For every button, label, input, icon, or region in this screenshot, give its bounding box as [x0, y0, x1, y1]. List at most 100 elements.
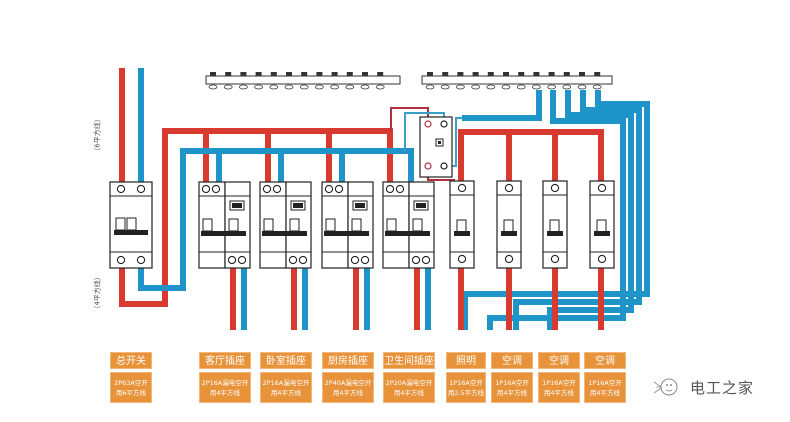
circuit-spec-label: 2P16A漏电空开用4平方线 [260, 372, 312, 403]
terminal-hole [284, 84, 294, 90]
spec-breaker-rating: 1P16A空开 [588, 379, 622, 387]
terminal-screw [301, 72, 308, 76]
terminal-hole [455, 84, 465, 90]
brand-name: 电工之家 [690, 378, 755, 397]
terminal-screw [503, 72, 509, 76]
spec-breaker-rating: 2P40A漏电空开 [324, 379, 372, 387]
circuit-spec-label: 1P16A空开用4平方线 [584, 372, 626, 403]
spec-wire-size: 用4平方线 [270, 389, 302, 397]
terminal-hole [532, 84, 541, 90]
terminal-screw [270, 72, 277, 76]
terminal-screw [427, 72, 433, 76]
terminal-hole [299, 84, 309, 90]
spec-breaker-rating: 1P16A空开 [449, 379, 483, 387]
circuit-spec-label: 2P16A漏电空开用4平方线 [199, 372, 251, 403]
circuit-name-label: 空调 [584, 352, 626, 369]
spec-breaker-rating: 1P16A空开 [542, 379, 576, 387]
terminal-screw [210, 72, 216, 76]
terminal-hole [314, 84, 324, 90]
terminal-screw [362, 72, 368, 76]
circuit-spec-label: 1P16A空开用4平方线 [491, 372, 533, 403]
terminal-screw [472, 72, 479, 76]
terminal-screw [346, 72, 353, 76]
terminal-hole [208, 84, 218, 90]
circuit-spec-label: 2P63A空开用6平方线 [110, 372, 152, 403]
main-switch-breaker [109, 181, 153, 269]
terminal-hole [547, 84, 556, 90]
rcbo-breaker [259, 181, 312, 269]
spec-wire-size: 用6平方线 [115, 389, 147, 397]
terminal-screw [286, 72, 292, 76]
terminal-screw [518, 72, 525, 76]
rcd-module [419, 116, 453, 178]
terminal-hole [238, 84, 248, 90]
rcbo-breaker [198, 181, 251, 269]
single-pole-breaker [496, 180, 522, 269]
terminal-screw [331, 72, 338, 76]
terminal-hole [360, 84, 370, 90]
terminal-screw [255, 72, 262, 76]
spec-breaker-rating: 1P16A空开 [495, 379, 529, 387]
incoming-live-wire [119, 68, 393, 307]
terminal-hole [592, 84, 602, 90]
spec-wire-size: 用4平方线 [332, 389, 364, 397]
single-pole-breaker [589, 180, 615, 269]
circuit-name-label: 总开关 [110, 352, 152, 369]
spec-wire-size: 用4平方线 [393, 389, 425, 397]
spec-breaker-rating: 2P20A漏电空开 [385, 379, 433, 387]
terminal-screw [316, 72, 323, 76]
rcbo-breaker [321, 181, 374, 269]
circuit-name-label: 卫生间插座 [383, 352, 435, 369]
rcbo-breaker [382, 181, 435, 269]
terminal-hole [375, 84, 385, 90]
brand-watermark: 电工之家 [652, 376, 754, 398]
terminal-screw [548, 72, 555, 76]
circuit-name-label: 照明 [446, 352, 486, 369]
terminal-hole [440, 84, 450, 90]
terminal-hole [269, 84, 279, 90]
terminal-screw [377, 72, 384, 76]
circuit-spec-label: 1P16A空开用4平方线 [538, 372, 580, 403]
circuit-spec-label: 2P20A漏电空开用4平方线 [383, 372, 435, 403]
spec-wire-size: 用2.5平方线 [447, 389, 485, 397]
incoming-neutral-wire [138, 68, 414, 291]
terminal-hole [254, 84, 264, 90]
terminal-screw [594, 72, 601, 76]
circuit-name-label: 卧室插座 [260, 352, 312, 369]
neutral-bus-wires [462, 90, 650, 330]
terminal-screw [533, 72, 540, 76]
spec-wire-size: 用4平方线 [589, 389, 621, 397]
terminal-hole [486, 84, 496, 90]
outgoing-wires [230, 268, 431, 330]
terminal-hole [345, 84, 355, 90]
spec-wire-size: 用4平方线 [209, 389, 241, 397]
circuit-name-label: 空调 [491, 352, 533, 369]
terminal-hole [425, 84, 435, 90]
terminal-hole [223, 84, 233, 90]
terminal-hole [471, 84, 481, 90]
wire-label-top: （6平方线） [93, 115, 102, 155]
terminal-hole [501, 84, 511, 90]
spec-breaker-rating: 2P16A漏电空开 [201, 379, 249, 387]
single-pole-breaker [449, 180, 475, 269]
spec-wire-size: 用4平方线 [496, 389, 528, 397]
wire-label-bottom: （4平方线） [93, 273, 102, 313]
circuit-name-label: 客厅插座 [199, 352, 251, 369]
terminal-hole [516, 84, 526, 90]
terminal-hole [330, 84, 340, 90]
single-pole-live-wires [458, 129, 604, 330]
circuit-name-label: 厨房插座 [322, 352, 374, 369]
terminal-bar-left [205, 72, 401, 90]
terminal-screw [487, 72, 494, 76]
circuit-spec-label: 2P40A漏电空开用4平方线 [322, 372, 374, 403]
terminal-screw [457, 72, 464, 76]
terminal-hole [577, 84, 587, 90]
terminal-bar-right [421, 72, 613, 90]
circuit-name-label: 空调 [538, 352, 580, 369]
spec-breaker-rating: 2P16A漏电空开 [262, 379, 310, 387]
terminal-screw [563, 72, 570, 76]
spec-breaker-rating: 2P63A空开 [114, 379, 148, 387]
wechat-fish-logo-icon [653, 378, 678, 396]
single-pole-breaker [542, 180, 568, 269]
